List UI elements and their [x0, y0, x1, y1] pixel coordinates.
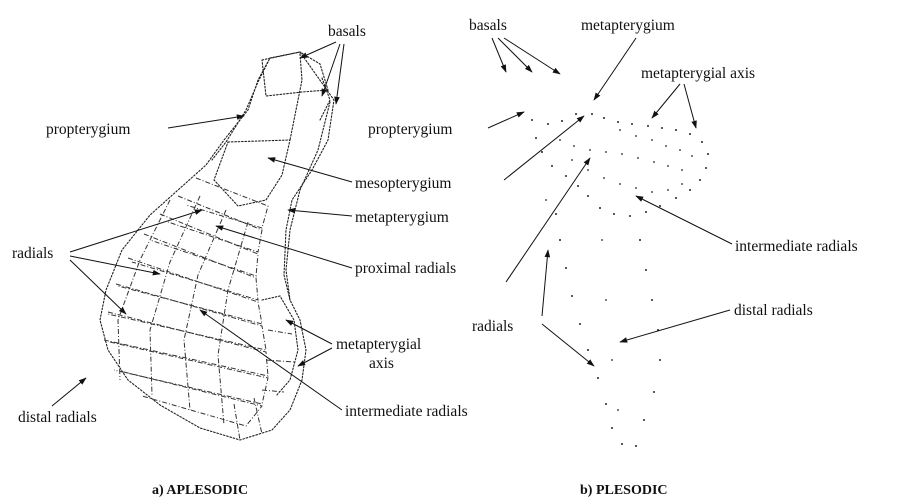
a-arrow-distal-radials [51, 377, 87, 407]
a-label-radials: radials [12, 245, 53, 262]
b-label-propterygium: propterygium [368, 121, 452, 138]
b-arrow-metapterygial-axis-2 [683, 83, 697, 129]
a-label-metapterygial-axis-2: axis [369, 355, 394, 372]
a-arrow-proximal-radials [215, 225, 353, 269]
a-arrow-radials-1 [69, 209, 203, 253]
b-label-basals: basals [469, 17, 507, 34]
a-label-basals: basals [328, 23, 366, 40]
a-arrow-basals-1 [299, 41, 337, 59]
plesodic-fin-drawing [531, 113, 709, 447]
b-arrow-metapterygial-axis-1 [651, 83, 681, 119]
a-label-metapterygial-axis-1: metapterygial [336, 336, 421, 353]
a-arrow-basals-2 [321, 43, 341, 97]
a-arrow-mesopterygium [267, 157, 353, 183]
b-arrow-mesopterygium [503, 115, 585, 181]
b-arrow-distal-radials [619, 309, 731, 343]
a-arrow-intermediate-radials [199, 309, 343, 411]
b-label-metapterygium: metapterygium [581, 17, 675, 34]
b-label-metapterygial-axis: metapterygial axis [641, 65, 755, 82]
b-arrow-intermediate-radials [635, 195, 733, 245]
a-label-metapterygium: metapterygium [355, 209, 449, 226]
b-arrow-radials-1 [541, 249, 551, 317]
a-arrows [51, 41, 353, 411]
a-label-intermediate-radials: intermediate radials [345, 403, 468, 420]
b-arrow-basals-3 [503, 37, 561, 75]
a-arrow-metapterygial-axis-1 [285, 319, 333, 345]
a-arrow-metapterygial-axis-2 [297, 347, 333, 367]
a-arrow-propterygium [167, 114, 245, 129]
b-arrow-propterygium [487, 111, 525, 129]
a-label-mesopterygium: mesopterygium [355, 175, 451, 192]
aplesodic-fin-drawing [99, 51, 335, 441]
b-arrow-proximal-radials [505, 157, 591, 283]
a-arrow-metapterygium [287, 207, 353, 217]
a-caption: a) APLESODIC [152, 483, 248, 498]
a-label-propterygium: propterygium [46, 121, 130, 138]
b-caption: b) PLESODIC [580, 483, 668, 498]
b-arrow-metapterygium [593, 37, 637, 101]
b-arrow-basals-2 [497, 37, 533, 73]
a-label-distal-radials: distal radials [18, 409, 97, 426]
b-label-radials: radials [472, 318, 513, 335]
b-arrow-basals-1 [491, 37, 507, 73]
a-arrow-radials-2 [69, 255, 161, 276]
b-arrows [487, 37, 733, 367]
a-arrow-basals-3 [334, 43, 345, 105]
b-label-intermediate-radials: intermediate radials [735, 238, 858, 255]
a-arrow-radials-3 [69, 259, 127, 315]
a-label-proximal-radials: proximal radials [355, 260, 456, 277]
b-label-distal-radials: distal radials [734, 302, 813, 319]
b-arrow-radials-2 [541, 323, 595, 367]
